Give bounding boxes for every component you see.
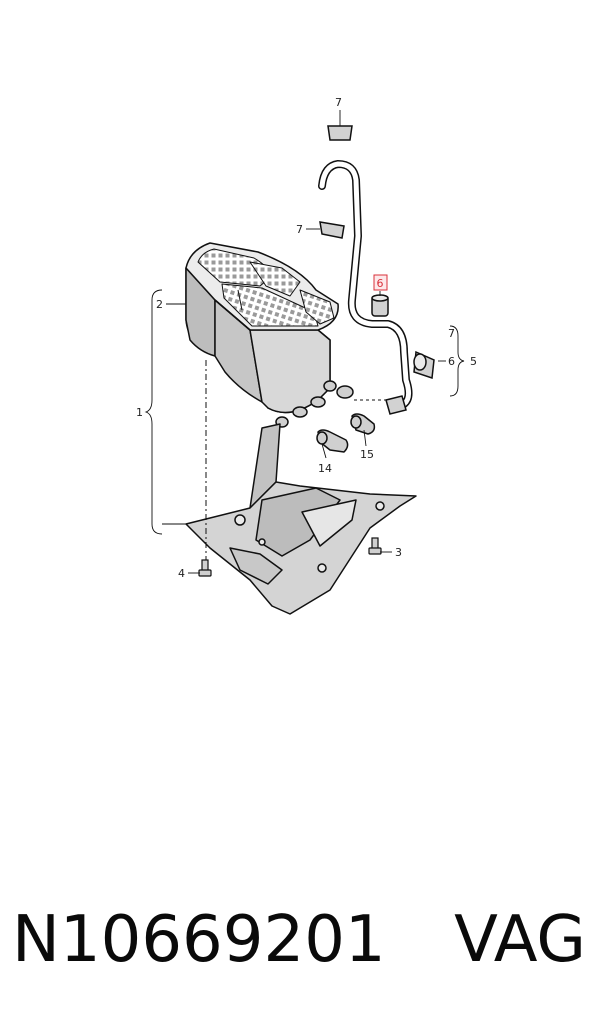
callout-15: 15 xyxy=(360,448,374,461)
parts-diagram: 7 7 2 1 7 6 5 14 15 3 4 6 xyxy=(136,96,477,615)
leader-lines xyxy=(144,110,465,574)
bolt-4 xyxy=(198,559,212,577)
footer: N10669201 VAG xyxy=(0,885,600,995)
callout-6: 6 xyxy=(448,355,455,368)
vent-hose-inner xyxy=(319,161,412,407)
hose-fittings xyxy=(319,125,435,415)
callout-4: 4 xyxy=(178,567,185,580)
hose-connectors xyxy=(316,413,376,453)
charcoal-canister xyxy=(185,242,354,428)
callout-7-mid: 7 xyxy=(296,223,303,236)
callout-7-top: 7 xyxy=(335,96,342,109)
callout-14: 14 xyxy=(318,462,332,475)
vent-hose xyxy=(318,160,413,408)
callout-6-highlight-box xyxy=(373,274,388,291)
callout-2: 2 xyxy=(156,298,163,311)
callout-5: 5 xyxy=(470,355,477,368)
callout-1: 1 xyxy=(136,406,143,419)
bolt-3 xyxy=(368,537,382,555)
brand-name: VAG xyxy=(454,903,586,977)
callout-6-highlight: 6 xyxy=(377,277,384,290)
callout-3: 3 xyxy=(395,546,402,559)
mounting-bracket xyxy=(185,423,417,615)
part-number: N10669201 xyxy=(12,903,386,977)
callout-7-right: 7 xyxy=(448,327,455,340)
